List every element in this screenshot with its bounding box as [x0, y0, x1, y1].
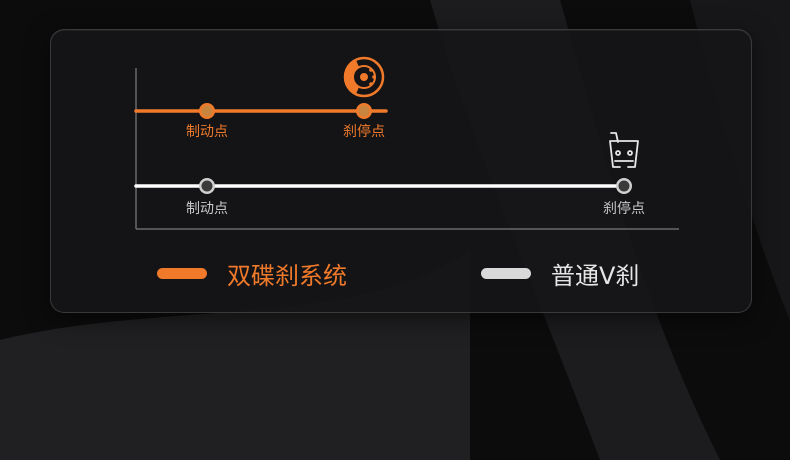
legend-disc-swatch — [157, 268, 207, 279]
disc-stop-point-inner — [358, 105, 370, 117]
legend-v-swatch — [481, 268, 531, 279]
v-stop-point-inner — [618, 180, 630, 192]
comparison-panel: 制动点 刹停点 制动点 刹停点 双碟刹系统 — [50, 29, 752, 313]
v-brake-point-inner — [201, 180, 213, 192]
legend-disc-brake: 双碟刹系统 — [157, 256, 347, 291]
v-brake-point-label: 制动点 — [186, 201, 228, 217]
disc-brake-point-inner — [201, 105, 213, 117]
v-brake-icon — [609, 132, 639, 168]
disc-stop-point-label: 刹停点 — [343, 123, 385, 140]
braking-distance-diagram: 制动点 刹停点 制动点 刹停点 — [134, 56, 679, 230]
legend-disc-label: 双碟刹系统 — [227, 262, 347, 290]
disc-brake-point-label: 制动点 — [186, 124, 228, 140]
disc-brake-icon — [343, 56, 385, 98]
v-stop-point-label: 刹停点 — [603, 200, 645, 217]
legend-v-brake: 普通V刹 — [481, 256, 639, 291]
legend-v-label: 普通V刹 — [551, 262, 640, 290]
